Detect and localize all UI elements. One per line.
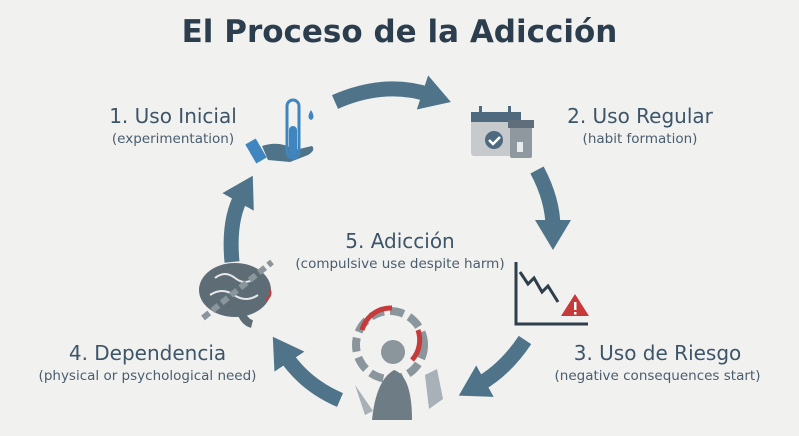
stage-4-heading: 4. Dependencia [68, 341, 227, 365]
diagram-title: El Proceso de la Adicción [181, 14, 618, 50]
declining-chart-warning-icon [514, 262, 589, 326]
chained-brain-icon [199, 259, 274, 328]
arrow-1-to-2 [331, 75, 451, 110]
stage-3-heading: 3. Uso de Riesgo [573, 341, 742, 365]
stage-4-sub: (physical or psychological need) [38, 368, 257, 384]
stage-4-label: 4. Dependencia (physical or psychologica… [30, 341, 265, 384]
arrow-4-to-5 [272, 336, 344, 407]
calendar-pill-bottle-icon [471, 106, 534, 158]
stage-2-heading: 2. Uso Regular [567, 104, 713, 128]
arrow-5-to-1 [222, 175, 254, 263]
stage-1-label: 1. Uso Inicial (experimentation) [88, 104, 258, 147]
arrow-2-to-3 [530, 166, 571, 250]
distressed-person-icon [352, 305, 443, 420]
stage-5-sub: (compulsive use despite harm) [295, 256, 505, 272]
stage-5-label: 5. Adicción (compulsive use despite harm… [280, 229, 520, 272]
stage-3-label: 3. Uso de Riesgo (negative consequences … [545, 341, 770, 384]
stage-1-sub: (experimentation) [111, 131, 235, 147]
hand-test-tube-icon [245, 98, 314, 164]
arrow-3-to-4 [458, 335, 532, 397]
stage-1-heading: 1. Uso Inicial [109, 104, 237, 128]
stage-2-label: 2. Uso Regular (habit formation) [560, 104, 720, 147]
stage-5-heading: 5. Adicción [345, 229, 455, 253]
stage-3-sub: (negative consequences start) [554, 368, 761, 384]
stage-2-sub: (habit formation) [582, 131, 698, 147]
